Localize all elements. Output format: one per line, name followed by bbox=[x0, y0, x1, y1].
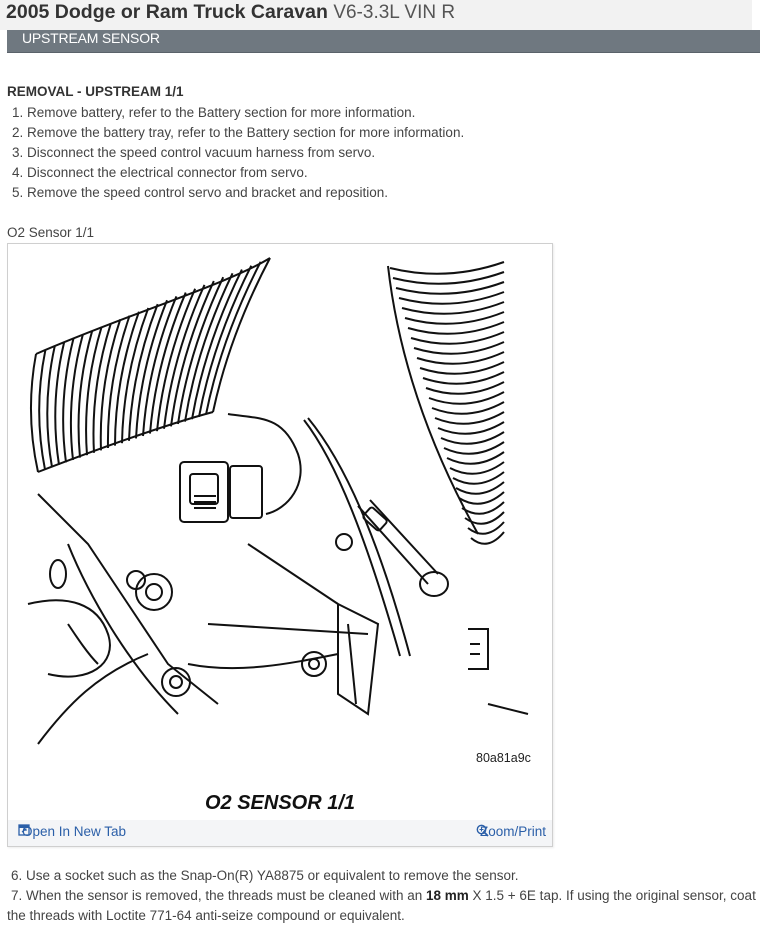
procedure-steps: 1. Remove battery, refer to the Battery … bbox=[12, 103, 464, 203]
zoom-label: Zoom/Print bbox=[479, 824, 546, 839]
step-item: 2. Remove the battery tray, refer to the… bbox=[12, 125, 465, 140]
o2-sensor-illustration bbox=[27, 257, 529, 745]
image-title: O2 SENSOR 1/1 bbox=[204, 792, 356, 814]
engine-subtitle: V6-3.3L VIN R bbox=[333, 2, 456, 23]
image-code: 80a81a9c bbox=[476, 751, 531, 765]
section-header: UPSTREAM SENSOR bbox=[7, 30, 760, 53]
open-in-new-tab-link[interactable]: Open In New Tab bbox=[18, 824, 126, 839]
step-item: 5. Remove the speed control servo and br… bbox=[12, 185, 388, 200]
zoom-print-link[interactable]: Zoom/Print bbox=[476, 824, 546, 839]
figure-toolbar: Open In New Tab Zoom/Print bbox=[8, 820, 552, 846]
title-bar: 2005 Dodge or Ram Truck Caravan V6-3.3L … bbox=[0, 0, 760, 30]
vehicle-title: 2005 Dodge or Ram Truck Caravan bbox=[6, 1, 328, 23]
step-item: 6. Use a socket such as the Snap-On(R) Y… bbox=[11, 868, 519, 883]
step-item: 4. Disconnect the electrical connector f… bbox=[12, 165, 308, 180]
step-item: 7. When the sensor is removed, the threa… bbox=[7, 888, 756, 923]
step-item: 1. Remove battery, refer to the Battery … bbox=[12, 105, 416, 120]
figure-caption: O2 Sensor 1/1 bbox=[7, 225, 95, 240]
step-item: 3. Disconnect the speed control vacuum h… bbox=[12, 145, 376, 160]
procedure-steps-continued: 6. Use a socket such as the Snap-On(R) Y… bbox=[7, 866, 757, 926]
section-title: UPSTREAM SENSOR bbox=[22, 30, 160, 46]
procedure-heading: REMOVAL - UPSTREAM 1/1 bbox=[7, 84, 184, 99]
open-tab-label: Open In New Tab bbox=[22, 824, 127, 839]
page-title: 2005 Dodge or Ram Truck Caravan V6-3.3L … bbox=[6, 1, 455, 24]
figure-panel: 80a81a9c O2 SENSOR 1/1 Open In New Tab Z… bbox=[7, 243, 553, 847]
